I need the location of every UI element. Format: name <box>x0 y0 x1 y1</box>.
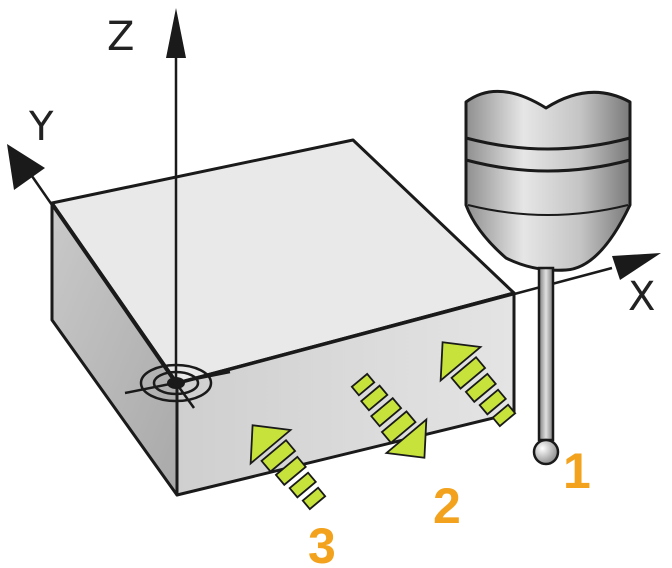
z-axis: Z <box>107 8 186 380</box>
step-number-2: 2 <box>433 478 461 534</box>
x-axis-arrowhead <box>612 253 661 280</box>
y-axis-arrowhead <box>7 144 45 190</box>
probe-ball <box>532 438 560 466</box>
z-axis-arrowhead <box>166 8 186 58</box>
step-number-3: 3 <box>308 518 336 568</box>
touch-probe-icon <box>464 89 632 466</box>
probe-arrow-2 <box>350 372 428 459</box>
step-number-1: 1 <box>563 443 591 499</box>
probe-arrow-3 <box>249 424 327 511</box>
z-axis-label: Z <box>107 14 134 60</box>
y-axis-label: Y <box>28 104 54 150</box>
datum-target-icon <box>124 363 231 409</box>
y-axis: Y <box>7 104 178 385</box>
probe-arrow-1 <box>439 341 517 428</box>
probe-stylus <box>537 266 555 442</box>
x-axis-label: X <box>628 274 655 320</box>
probe-head <box>464 89 632 272</box>
